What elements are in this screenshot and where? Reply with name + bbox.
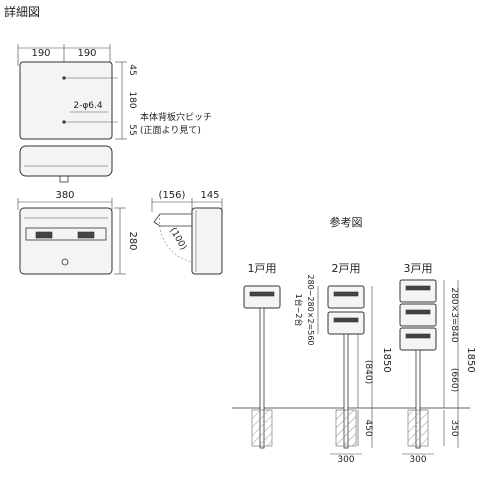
box-3-unit-a	[399, 279, 437, 303]
box-2-unit-a	[327, 285, 365, 309]
total-height-3: 1850	[465, 347, 476, 372]
dim-side-right: 145	[200, 190, 219, 201]
lock-dial	[61, 258, 69, 266]
dim-back-45: 45	[127, 64, 137, 75]
back-plate	[19, 61, 113, 140]
box-3-unit-c	[399, 327, 437, 351]
dim-back-55: 55	[127, 124, 137, 135]
door-arc	[159, 213, 193, 263]
dim-front-height: 280	[127, 231, 138, 250]
post-3-unit	[415, 349, 421, 449]
box-2-unit-b	[327, 311, 365, 335]
page-title: 詳細図	[4, 4, 40, 19]
box-1-unit	[243, 285, 281, 309]
slot-flap-right	[77, 231, 95, 239]
slot-flap-left	[35, 231, 53, 239]
back-view: 190 190 2-φ6.4 45 180 55 本体背板穴ピッチ (正面より見…	[17, 44, 212, 140]
buried-2: 450	[363, 419, 373, 436]
label-1-unit: 1戸用	[248, 262, 277, 275]
post-1-unit	[259, 307, 265, 449]
dim-side-open: (100)	[167, 226, 188, 252]
top-latch	[59, 175, 69, 183]
base-width-3: 300	[409, 455, 426, 465]
dim-back-left: 190	[31, 48, 50, 59]
top-body	[19, 145, 113, 177]
label-2-unit: 2戸用	[332, 262, 361, 275]
buried-3: 350	[449, 419, 459, 436]
footing-2-unit	[335, 409, 357, 447]
dim-side-left: (156)	[159, 190, 186, 201]
base-width-2: 300	[337, 455, 354, 465]
side-body	[191, 207, 223, 275]
dim-back-180: 180	[127, 91, 137, 108]
side-view: (156) 145 (100)	[151, 190, 223, 275]
top-view	[19, 145, 113, 183]
dim-back-right: 190	[77, 48, 96, 59]
footing-1-unit	[251, 409, 273, 447]
open-door	[153, 213, 192, 227]
post-2-unit	[343, 333, 349, 449]
note-line2: (正面より見て)	[140, 125, 201, 136]
above-ground-3: (660)	[449, 368, 459, 392]
pitch-2-line1: 1台~2台	[294, 294, 304, 327]
front-body	[19, 207, 113, 275]
pitch-2-line2: 280~280×2=560	[306, 274, 315, 345]
footing-3-unit	[407, 409, 429, 447]
note-line1: 本体背板穴ピッチ	[140, 111, 212, 123]
hole-label: 2-φ6.4	[73, 101, 102, 111]
reference-title: 参考図	[330, 215, 363, 229]
pitch-3: 280×3=840	[449, 287, 459, 342]
box-3-unit-b	[399, 303, 437, 327]
mount-hole-top	[62, 76, 66, 80]
mount-hole-bottom	[62, 120, 66, 124]
front-view: 380 280	[17, 190, 138, 275]
mail-slot	[25, 227, 107, 241]
reference-diagram: 参考図 1戸用 2戸用 1台~2台 280~280×2=560 1850 (84…	[232, 215, 476, 465]
total-height-2: 1850	[381, 347, 392, 372]
above-ground-2: (840)	[363, 360, 373, 384]
label-3-unit: 3戸用	[404, 262, 433, 275]
dim-front-width: 380	[55, 190, 74, 201]
